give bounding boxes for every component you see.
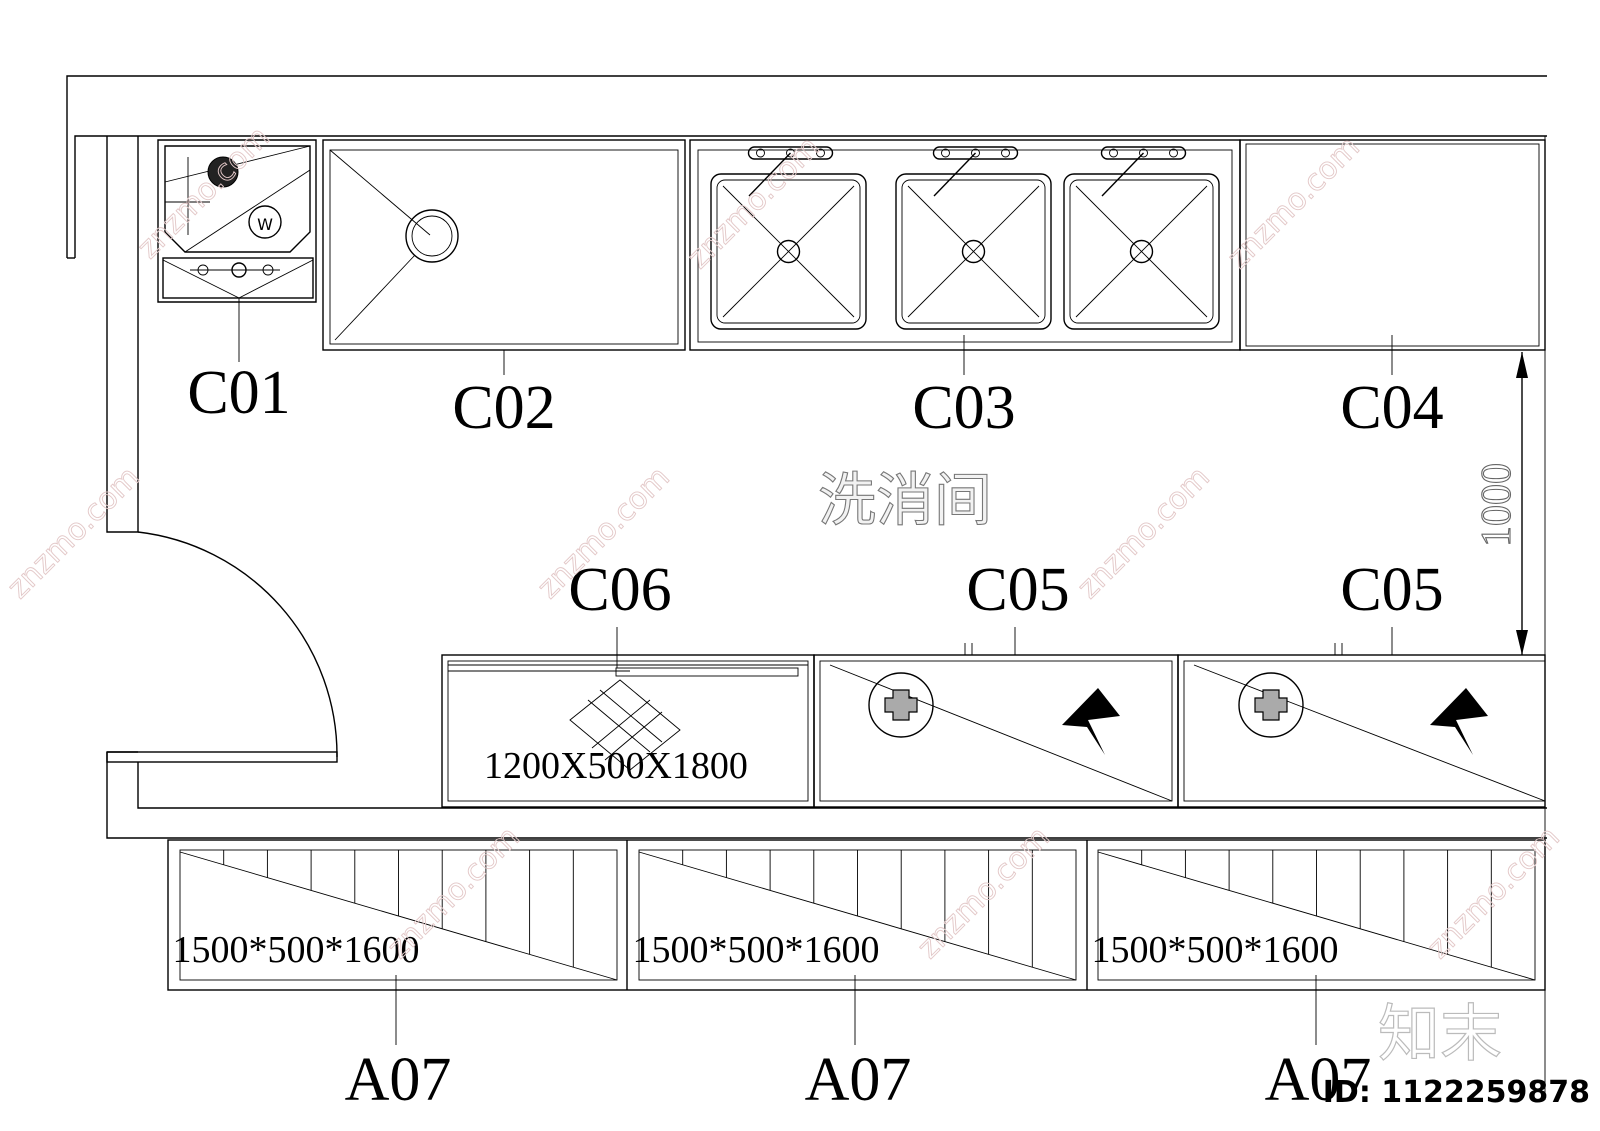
sink-basin-3: [1063, 146, 1220, 330]
faucet-icon: [932, 146, 1019, 197]
a07-leader-lines: [395, 975, 1317, 1045]
c01-unit: W: [157, 139, 317, 362]
label-a07-2: A07: [805, 1046, 912, 1114]
a07-size-1: 1500*500*1600: [173, 929, 420, 971]
watermark-4: znzmo.com: [1, 460, 147, 606]
watermark-1: znzmo.com: [131, 120, 277, 266]
door: [106, 531, 338, 763]
a07-rack-1: [179, 849, 618, 981]
c02-table: [322, 139, 686, 375]
c03-triple-sink: [689, 139, 1241, 375]
watermark-8: znzmo.com: [911, 820, 1057, 966]
c05-cabinet-1: [813, 627, 1179, 808]
label-c05-1: C05: [966, 556, 1069, 624]
a07-racks: [167, 839, 1546, 991]
label-c03: C03: [912, 374, 1015, 442]
watermark-2: znzmo.com: [681, 130, 827, 276]
watermark-3: znzmo.com: [1221, 130, 1367, 276]
label-c01: C01: [187, 359, 290, 427]
a07-rack-3: [1097, 849, 1536, 981]
label-a07-3: A07: [1265, 1046, 1372, 1114]
label-c02: C02: [452, 374, 555, 442]
label-c06: C06: [568, 556, 671, 624]
a07-size-2: 1500*500*1600: [633, 929, 880, 971]
watermark-6: znzmo.com: [1071, 460, 1217, 606]
label-a07-1: A07: [345, 1046, 452, 1114]
a07-size-3: 1500*500*1600: [1092, 929, 1339, 971]
label-c05-2: C05: [1340, 556, 1443, 624]
sink-basin-2: [895, 146, 1052, 330]
svg-text:W: W: [257, 215, 273, 234]
room-label: 洗消间: [818, 466, 992, 534]
c06-size: 1200X500X1800: [484, 745, 748, 787]
walls: [66, 75, 1547, 1100]
watermark-7: znzmo.com: [381, 820, 527, 966]
dimension-1000: 1000: [1474, 463, 1520, 547]
dimension-arrow: 1000: [1473, 352, 1528, 655]
c05-cabinet-2: [1177, 627, 1546, 808]
image-id: ID: 1122259878: [1323, 1075, 1590, 1110]
a07-rack-2: [638, 849, 1077, 981]
label-c04: C04: [1340, 374, 1443, 442]
c04-table: [1239, 139, 1546, 375]
faucet-icon: [1100, 146, 1187, 197]
sink-basin-1: [710, 146, 867, 330]
watermark-logo: 知末: [1378, 997, 1502, 1070]
faucet-icon: [747, 146, 834, 197]
